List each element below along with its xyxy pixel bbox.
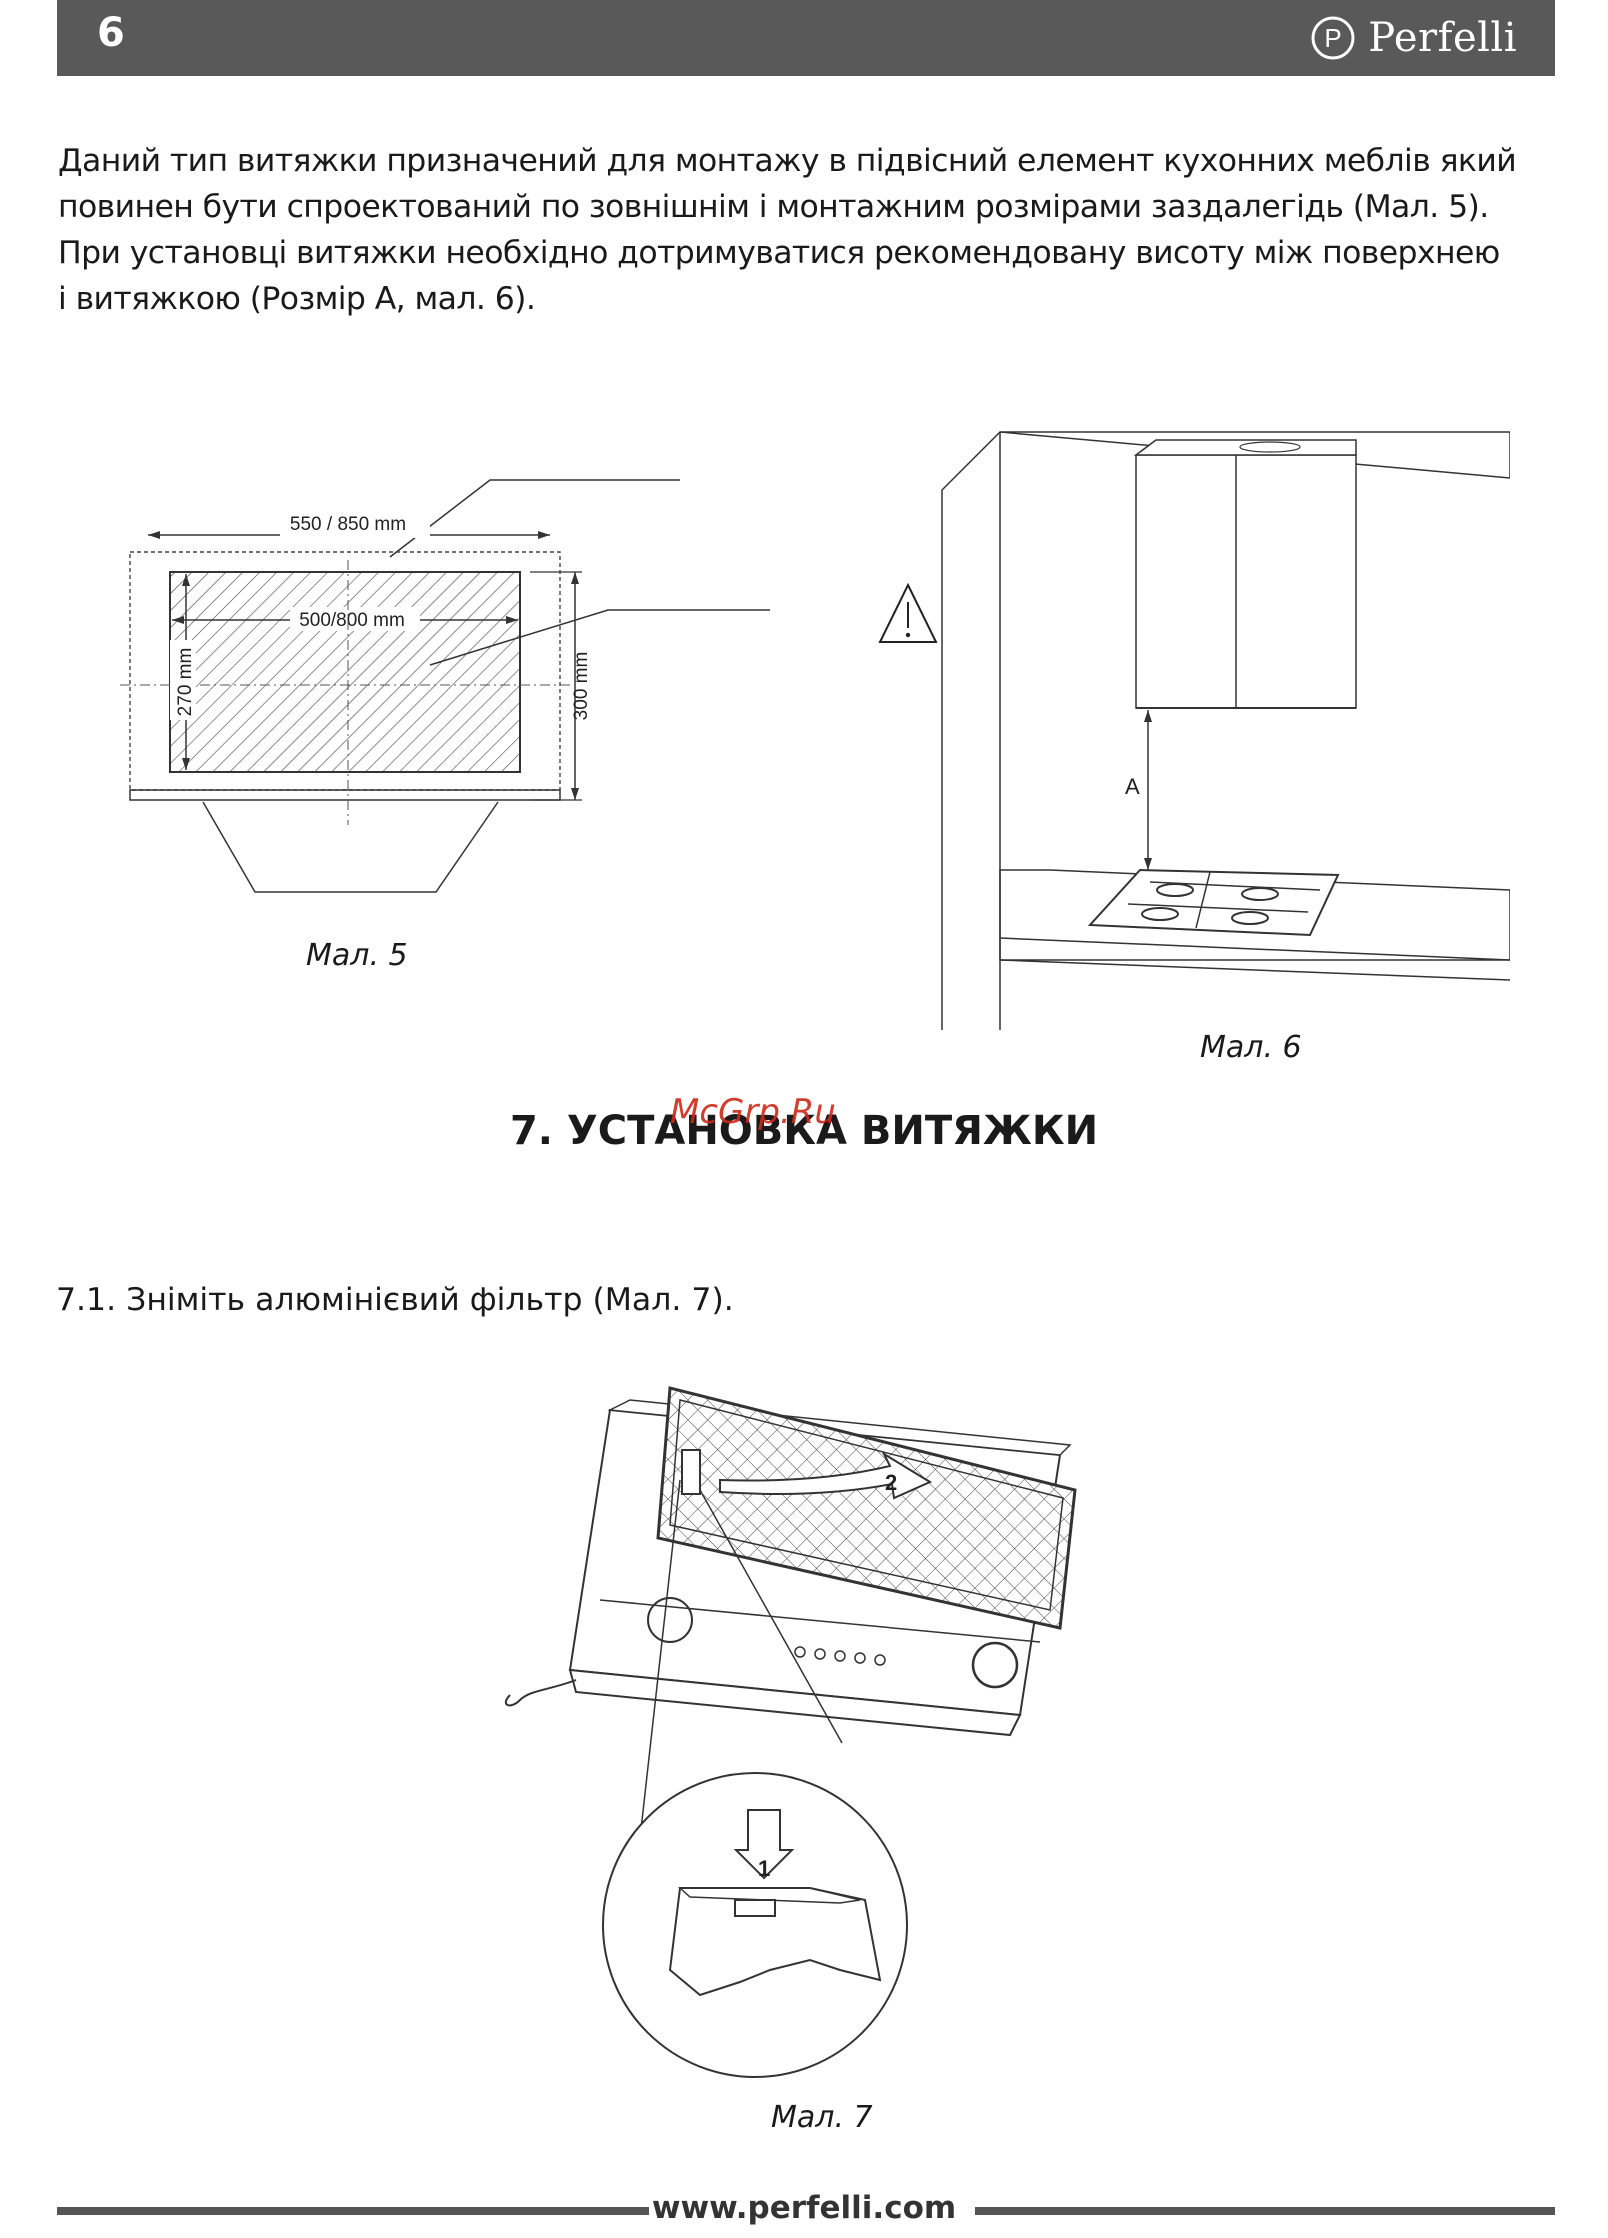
- dim-inner-width: 500/800 mm: [299, 610, 405, 631]
- intro-paragraph: Даний тип витяжки призначений для монтаж…: [58, 138, 1558, 322]
- intro-line-3: При установці витяжки необхідно дотримув…: [58, 235, 1500, 271]
- intro-line-4: і витяжкою (Розмір А, мал. 6).: [58, 281, 536, 317]
- section-title: 7. УСТАНОВКА ВИТЯЖКИ: [509, 1108, 1099, 1154]
- brand-name: Perfelli: [1368, 15, 1517, 61]
- dim-inner-height: 270 mm: [175, 648, 196, 717]
- page-header: 6 P Perfelli: [57, 0, 1555, 76]
- dim-outer-height: 300 mm: [571, 652, 592, 721]
- svg-text:P: P: [1325, 23, 1342, 53]
- step-label-2: 2: [885, 1470, 897, 1495]
- warning-triangle-icon: [878, 582, 938, 643]
- step-label-1: 1: [758, 1856, 770, 1881]
- brand-logo: P Perfelli: [1310, 12, 1517, 64]
- footer-rule-right: [975, 2207, 1555, 2215]
- figure-7-filter-removal: 2 1: [504, 1386, 1077, 2078]
- dim-outer-width: 550 / 850 mm: [290, 514, 406, 535]
- step-7-1-text: 7.1. Зніміть алюмінієвий фільтр (Мал. 7)…: [56, 1282, 734, 1318]
- intro-line-1: Даний тип витяжки призначений для монтаж…: [58, 143, 1517, 179]
- page-number: 6: [97, 10, 125, 56]
- footer-rule-left: [57, 2207, 649, 2215]
- figure-7-caption: Мал. 7: [771, 2100, 873, 2135]
- perfelli-logo-icon: P: [1311, 16, 1355, 60]
- figure-5-cutout-diagram: 550 / 850 mm 500/800 mm 270 mm 300 mm: [120, 479, 770, 893]
- figure-5-caption: Мал. 5: [306, 938, 408, 973]
- figure-6-caption: Мал. 6: [1200, 1030, 1302, 1065]
- dim-a-label: A: [1125, 774, 1140, 799]
- intro-line-2: повинен бути спроектований по зовнішнім …: [58, 189, 1489, 225]
- footer-url[interactable]: www.perfelli.com: [651, 2190, 957, 2226]
- watermark-text: McGrp.Ru: [670, 1092, 836, 1132]
- figure-6-installation-height: A: [878, 431, 1510, 1030]
